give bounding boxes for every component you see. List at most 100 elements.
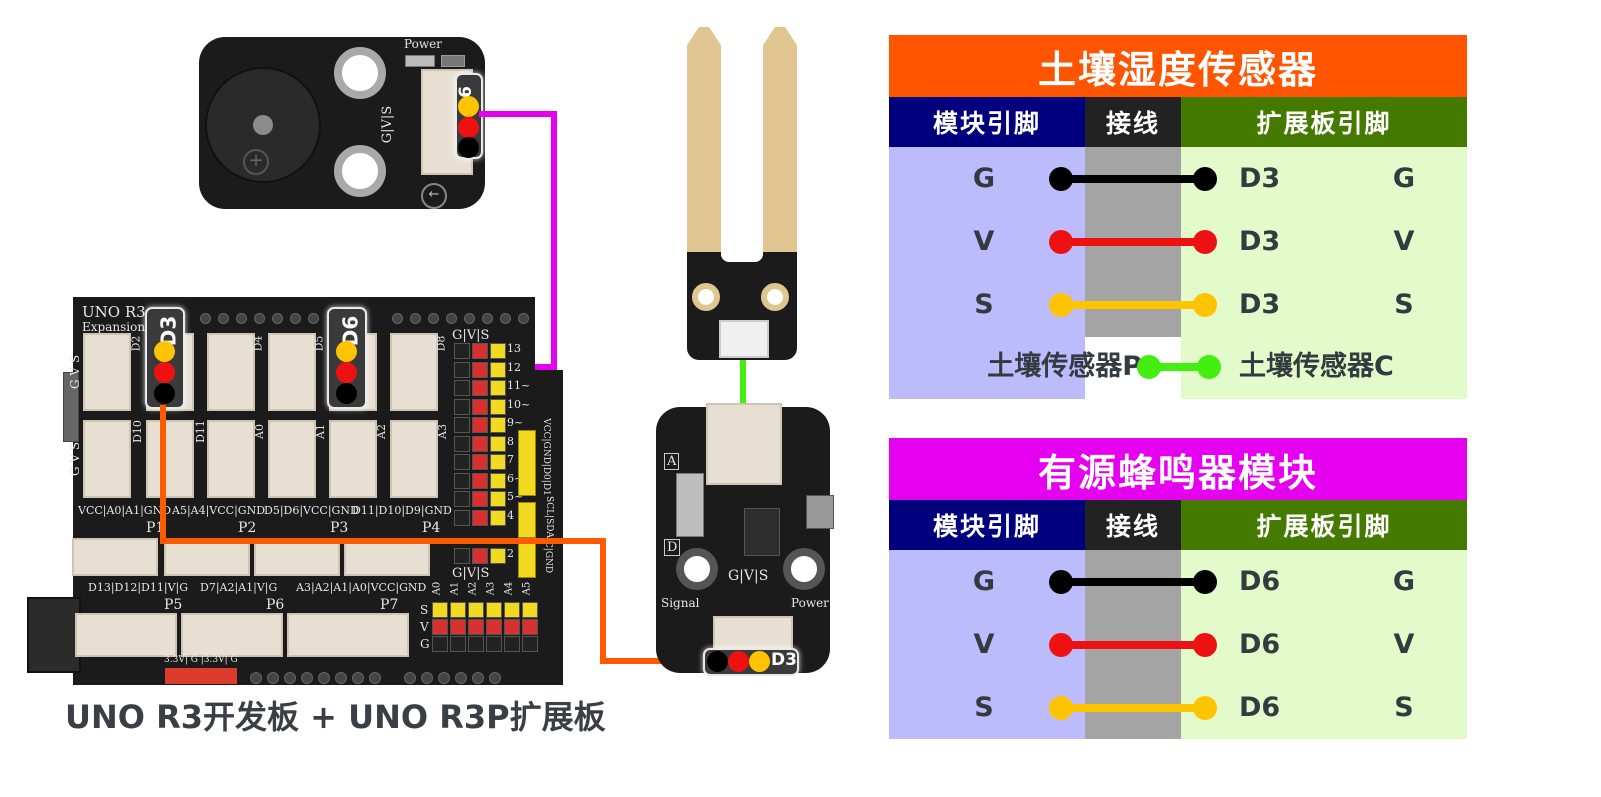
soil-sensor-pin-table: 土壤湿度传感器 模块引脚 接线 扩展板引脚 G D3 G V D3 V S (889, 35, 1467, 399)
port-label: D5 (312, 335, 326, 352)
mount-hole-bottom (334, 145, 386, 197)
pin-hole (352, 672, 364, 684)
probe-right-label: 土壤传感器C (1239, 351, 1394, 382)
gvs-header-label: G|V|S (452, 328, 490, 343)
header-pin (454, 361, 470, 378)
port-D8[interactable] (390, 333, 438, 411)
port-label: A2 (374, 424, 388, 439)
connector-P7[interactable] (287, 613, 409, 657)
pin-hole (489, 672, 501, 684)
header-pin (472, 472, 488, 489)
table-row: G D6 G (889, 562, 1467, 602)
table-title: 土壤湿度传感器 (889, 35, 1467, 97)
board-pin: S (1394, 289, 1414, 320)
analog-header-pin (504, 636, 520, 652)
red-dot (336, 362, 357, 383)
power-label: Power (791, 596, 829, 610)
digital-pin-label: 8 (507, 434, 514, 448)
port-A1[interactable] (268, 420, 316, 498)
probe-connector (719, 320, 769, 358)
yellow-dot (749, 651, 770, 672)
controller-port-tag: D3 (703, 648, 799, 676)
analog-pin-label: A0 (431, 581, 443, 596)
header-pin (490, 398, 506, 415)
board-port: D6 (1239, 692, 1281, 723)
board-port: D3 (1239, 289, 1281, 320)
port-A2[interactable] (329, 420, 377, 498)
port-label: A0 (252, 424, 266, 439)
resistor (441, 55, 465, 67)
analog-header-pin (504, 619, 520, 635)
header-pin (472, 361, 488, 378)
connector-P1[interactable] (72, 538, 158, 576)
probe-prong-right (763, 27, 797, 255)
analog-pin-label: A2 (467, 581, 479, 596)
analog-pin-label: A1 (449, 581, 461, 596)
wire-end (1193, 293, 1217, 317)
p3-pins-label: D5|D6|VCC|GND (264, 504, 359, 517)
header-pin (490, 380, 506, 396)
pin-hole (284, 672, 296, 684)
port-D2[interactable] (83, 333, 131, 411)
header-pin (472, 509, 488, 526)
header-board-pin: 扩展板引脚 (1181, 500, 1467, 550)
analog-header-pin (432, 619, 448, 635)
header-pin (472, 380, 488, 396)
table-title: 有源蜂鸣器模块 (889, 438, 1467, 500)
analog-header-pin (468, 619, 484, 635)
board-pin: V (1393, 629, 1415, 660)
board-port: D3 (1239, 163, 1281, 194)
red-dot (458, 117, 479, 138)
module-pin: V (973, 226, 995, 257)
port-D10[interactable] (83, 420, 131, 498)
board-port: D6 (1239, 566, 1281, 597)
module-pin: S (974, 692, 994, 723)
connector-P5[interactable] (75, 613, 177, 657)
board-pin: G (1392, 566, 1416, 597)
pin-hole (472, 672, 484, 684)
wire-yellow (1061, 704, 1205, 712)
port-label: D10 (130, 420, 144, 443)
table-row-probe: 土壤传感器P 土壤传感器C (889, 347, 1467, 387)
mode-switch (676, 473, 704, 537)
port-A3[interactable] (390, 420, 438, 498)
header-pin (454, 398, 470, 415)
port-D5[interactable] (268, 333, 316, 411)
pin-hole (267, 672, 279, 684)
wire-end (1049, 230, 1073, 254)
probe-notch (721, 240, 763, 262)
power-gnd-header (518, 542, 536, 578)
port-A0[interactable] (207, 420, 255, 498)
buzzer-wire (479, 111, 557, 117)
header-pin (454, 472, 470, 489)
table-row: V D6 V (889, 625, 1467, 665)
digital-pin-label: 12 (507, 360, 521, 374)
wire-black (1061, 578, 1205, 586)
table-body: G D3 G V D3 V S D3 S 土壤传感器P (889, 147, 1467, 399)
analog-header-pin (468, 602, 484, 618)
table-row: S D6 S (889, 688, 1467, 728)
analog-header-pin (486, 602, 502, 618)
p3-name: P3 (330, 520, 349, 536)
board-pin: S (1394, 692, 1414, 723)
probe-hole-right (761, 283, 789, 311)
p2-name: P2 (238, 520, 257, 536)
port-D4[interactable] (207, 333, 255, 411)
probe-hole-left (692, 283, 720, 311)
port-label: A3 (435, 424, 449, 439)
uart-header (518, 430, 536, 496)
connector-P6[interactable] (181, 613, 283, 657)
analog-row-label: S (420, 603, 429, 617)
board-port: D3 (1239, 226, 1281, 257)
analog-header-pin (450, 636, 466, 652)
controller-hole-left (676, 548, 718, 590)
pin-hole (290, 313, 301, 324)
board-port: D6 (1239, 629, 1281, 660)
header-pin (472, 454, 488, 470)
analog-header-pin (522, 602, 538, 618)
pin-hole (335, 672, 347, 684)
analog-header-pin (432, 636, 448, 652)
i2c-header (518, 502, 536, 538)
port-D11[interactable] (146, 420, 194, 498)
wire-yellow (1061, 301, 1205, 309)
